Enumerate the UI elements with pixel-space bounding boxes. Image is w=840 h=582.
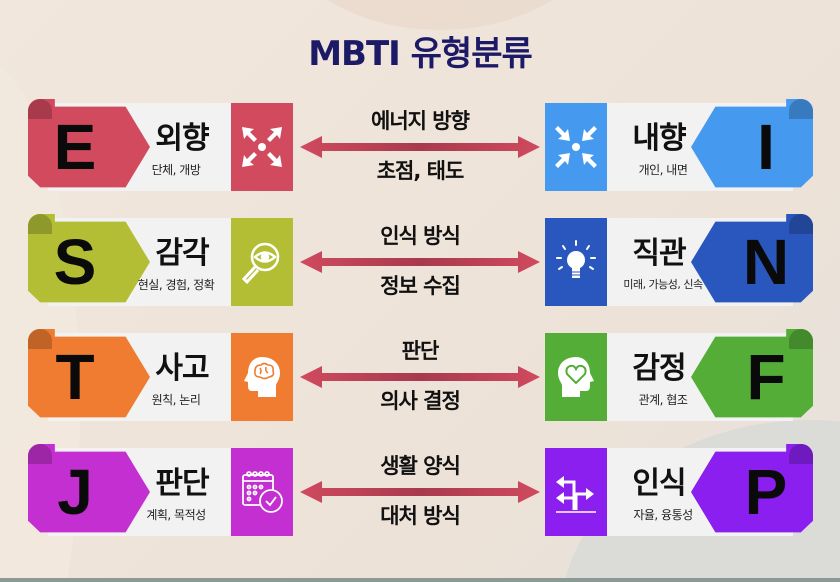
type-card-j: J 판단 계획, 목적성: [28, 444, 294, 540]
dimension-label: 생활 양식: [380, 454, 461, 478]
dimension-row-judgment: T 사고 원칙, 논리 판단 의사 결정 F 감정 관계, 협조: [0, 329, 840, 425]
dimension-sublabel: 초점, 태도: [376, 159, 465, 183]
type-card-e: E 외향 단체, 개방: [28, 99, 294, 195]
dimension-label: 인식 방식: [380, 224, 461, 248]
double-arrow-icon: [300, 366, 540, 388]
page-title: MBTI 유형분류: [308, 34, 533, 74]
dimension-row-perception: S 감각 현실, 경험, 정확 인식 방식 정보 수집 N 직관 미래, 가능성…: [0, 214, 840, 310]
type-letter: I: [757, 111, 775, 183]
type-name: 내향: [632, 121, 686, 156]
dimension-sublabel: 대처 방식: [380, 504, 461, 528]
tab-fold: [28, 444, 52, 464]
type-name: 판단: [155, 466, 209, 501]
tab-fold: [28, 329, 52, 349]
type-letter: T: [55, 341, 95, 413]
type-description: 계획, 목적성: [146, 508, 206, 522]
double-arrow-icon: [300, 251, 540, 273]
type-letter: P: [744, 456, 788, 528]
type-name: 인식: [632, 466, 686, 501]
tab-fold: [789, 444, 813, 464]
dimension-row-energy: E 외향 단체, 개방 에너지 방향 초점, 태도 I 내향 개인, 내면: [0, 99, 840, 195]
head-heart-icon: [545, 333, 607, 421]
type-description: 현실, 경험, 정확: [137, 278, 215, 292]
type-card-f: F 감정 관계, 협조: [545, 329, 813, 425]
type-letter: S: [53, 226, 97, 298]
type-description: 개인, 내면: [638, 163, 688, 177]
type-description: 관계, 협조: [638, 393, 688, 407]
magnifier-eye-icon: [231, 218, 293, 306]
type-name: 직관: [632, 236, 686, 271]
type-card-i: I 내향 개인, 내면: [545, 99, 813, 195]
expand-arrows-icon: [231, 103, 293, 191]
type-letter: N: [742, 226, 790, 298]
type-card-n: N 직관 미래, 가능성, 신속: [545, 214, 813, 310]
type-card-s: S 감각 현실, 경험, 정확: [28, 214, 294, 310]
tab-fold: [789, 99, 813, 119]
tab-fold: [28, 99, 52, 119]
type-letter: E: [53, 111, 97, 183]
head-brain-icon: [231, 333, 293, 421]
type-description: 자율, 융통성: [633, 508, 693, 522]
type-name: 외향: [155, 121, 209, 156]
double-arrow-icon: [300, 136, 540, 158]
type-description: 단체, 개방: [151, 163, 201, 177]
tab-fold: [28, 214, 52, 234]
collapse-arrows-icon: [545, 103, 607, 191]
dimension-label: 판단: [401, 339, 440, 363]
type-name: 감각: [155, 236, 209, 271]
type-letter: F: [746, 341, 786, 413]
tab-fold: [789, 329, 813, 349]
double-arrow-icon: [300, 481, 540, 503]
bottom-strip: [0, 578, 840, 582]
lightbulb-icon: [545, 218, 607, 306]
tab-fold: [789, 214, 813, 234]
type-name: 사고: [155, 351, 209, 386]
type-card-t: T 사고 원칙, 논리: [28, 329, 294, 425]
dimension-row-lifestyle: J 판단 계획, 목적성 생활 양식 대처 방식 P 인식 자율, 융통성: [0, 444, 840, 540]
type-letter: J: [57, 456, 93, 528]
dimension-label: 에너지 방향: [371, 109, 470, 133]
type-description: 미래, 가능성, 신속: [623, 278, 703, 291]
dimension-sublabel: 의사 결정: [380, 389, 461, 413]
type-name: 감정: [632, 351, 686, 386]
dimension-sublabel: 정보 수집: [380, 274, 461, 298]
signpost-arrows-icon: [545, 448, 607, 536]
calendar-clock-icon: [231, 448, 293, 536]
type-card-p: P 인식 자율, 융통성: [545, 444, 813, 540]
type-description: 원칙, 논리: [151, 393, 201, 407]
